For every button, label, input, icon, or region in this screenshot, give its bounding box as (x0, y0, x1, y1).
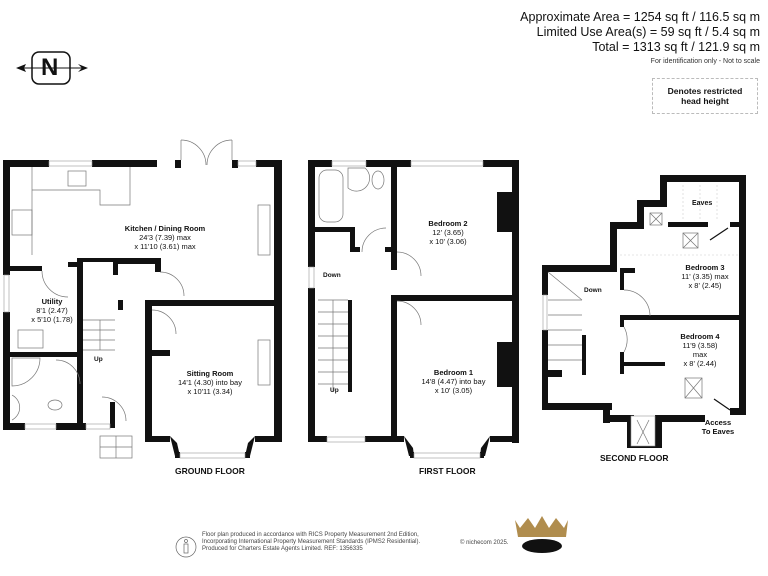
access-to-eaves-label: Access To Eaves (700, 418, 736, 436)
room-name: Bedroom 3 (685, 263, 725, 272)
room-name: Kitchen / Dining Room (124, 224, 206, 233)
access-label: To Eaves (701, 427, 735, 436)
room-dim: x 10'11 (3.34) (187, 387, 233, 396)
room-dim: 14'8 (4.47) into bay (421, 377, 486, 386)
room-bedroom-4: Bedroom 4 11'9 (3.58) max x 8' (2.44) (670, 332, 730, 368)
room-name: Bedroom 1 (433, 368, 474, 377)
stairs-down-label: Down (584, 287, 602, 294)
total-area: Total = 1313 sq ft / 121.9 sq m (592, 40, 760, 54)
room-name: Bedroom 2 (428, 219, 468, 228)
north-arrow-icon: N (14, 48, 92, 88)
room-dim: x 8' (2.44) (683, 359, 717, 368)
second-floor-label: SECOND FLOOR (600, 453, 669, 463)
first-floor-label: FIRST FLOOR (419, 466, 476, 476)
stairs-down-label: Down (323, 272, 341, 279)
compass-n-label: N (41, 54, 59, 81)
room-dim: 8'1 (2.47) (36, 306, 68, 315)
room-utility: Utility 8'1 (2.47) x 5'10 (1.78) (22, 297, 82, 324)
room-dim: 24'3 (7.39) max (139, 233, 191, 242)
room-name: Utility (41, 297, 63, 306)
room-dim: max (692, 350, 708, 359)
room-sitting: Sitting Room 14'1 (4.30) into bay x 10'1… (165, 369, 255, 396)
room-eaves: Eaves (692, 200, 713, 207)
footer-credits: Floor plan produced in accordance with R… (202, 532, 420, 554)
legend-label: Denotes restricted head height (667, 86, 743, 106)
limited-use-area: Limited Use Area(s) = 59 sq ft / 5.4 sq … (536, 25, 760, 39)
room-dim: 14'1 (4.30) into bay (178, 378, 242, 387)
room-bedroom-3: Bedroom 3 11' (3.35) max x 8' (2.45) (670, 263, 740, 290)
room-dim: x 10' (3.05) (434, 386, 473, 395)
room-bedroom-1: Bedroom 1 14'8 (4.47) into bay x 10' (3.… (406, 368, 501, 395)
access-label: Access (704, 418, 732, 427)
room-dim: 11'9 (3.58) (682, 341, 718, 350)
room-dim: x 5'10 (1.78) (31, 315, 73, 324)
room-dim: x 8' (2.45) (688, 281, 722, 290)
ground-floor-label: GROUND FLOOR (175, 466, 245, 476)
crown-logo-icon (515, 516, 568, 553)
room-kitchen-dining: Kitchen / Dining Room 24'3 (7.39) max x … (110, 224, 220, 251)
stairs-up-label: Up (94, 356, 103, 363)
footer-line: Incorporating International Property Mea… (202, 539, 421, 546)
room-name: Sitting Room (186, 369, 234, 378)
footer-line: Floor plan produced in accordance with R… (202, 532, 419, 538)
restricted-height-legend: Denotes restricted head height (652, 78, 758, 114)
room-dim: x 11'10 (3.61) max (134, 242, 196, 251)
room-dim: 11' (3.35) max (681, 272, 729, 281)
room-dim: x 10' (3.06) (429, 237, 467, 246)
approximate-area: Approximate Area = 1254 sq ft / 116.5 sq… (520, 10, 760, 24)
room-dim: 12' (3.65) (432, 228, 464, 237)
copyright: © nichecom 2025. (460, 540, 509, 546)
stairs-up-label: Up (330, 387, 339, 394)
scale-note: For identification only - Not to scale (650, 58, 760, 65)
room-name: Bedroom 4 (680, 332, 720, 341)
room-bedroom-2: Bedroom 2 12' (3.65) x 10' (3.06) (408, 219, 488, 246)
footer-line: Produced for Charters Estate Agents Limi… (202, 546, 363, 553)
